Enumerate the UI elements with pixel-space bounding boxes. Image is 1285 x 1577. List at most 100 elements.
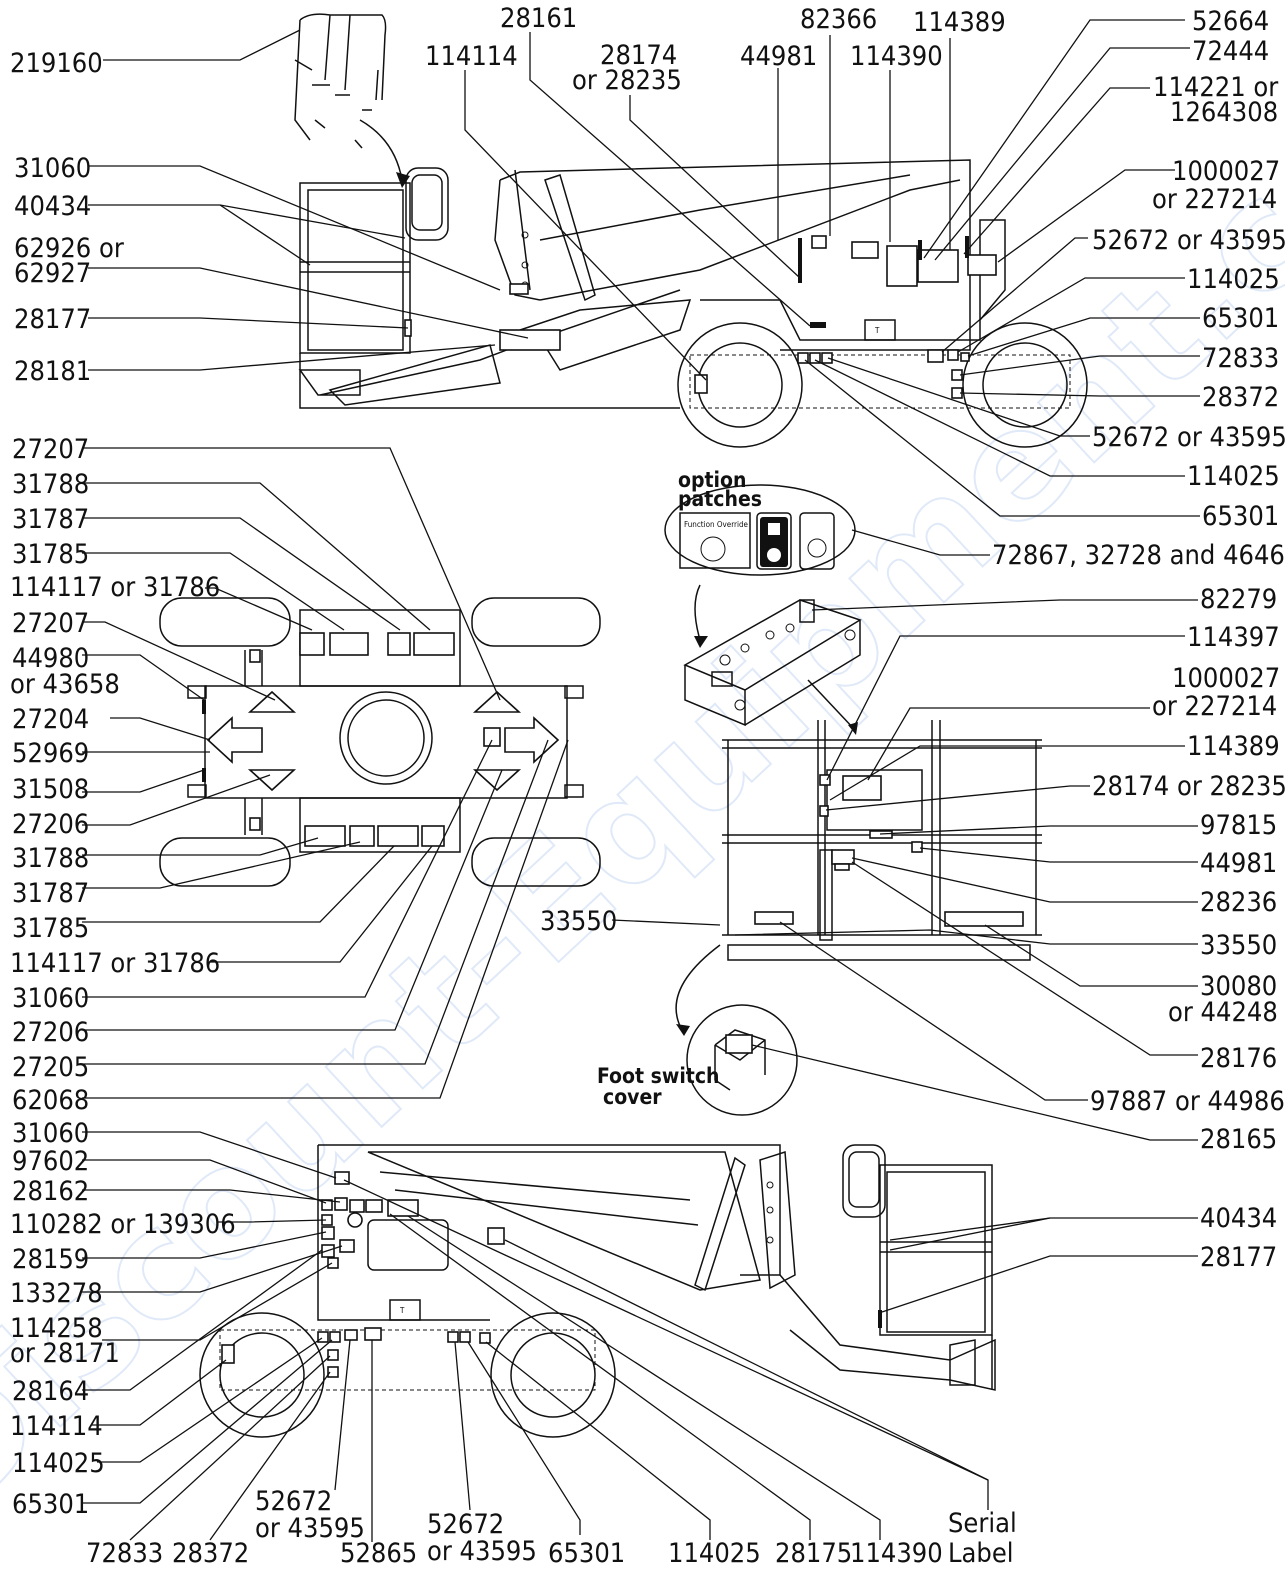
callout-label: Label xyxy=(948,1538,1014,1569)
top-view xyxy=(159,597,601,887)
callout-label: 27206 xyxy=(12,1017,89,1048)
callout-label: 44980 xyxy=(12,643,89,674)
callout-labels: 219160 31060 40434 62926 or 62927 28177 … xyxy=(10,3,1285,1569)
callout-label: 114025 xyxy=(668,1538,761,1569)
callout-label: 72444 xyxy=(1192,36,1269,67)
callout-label: 97887 or 44986 xyxy=(1090,1086,1285,1117)
svg-text:T: T xyxy=(874,326,880,335)
callout-label: 31787 xyxy=(12,878,89,909)
callout-label: 44981 xyxy=(1200,848,1277,879)
callout-label: 31060 xyxy=(12,983,89,1014)
callout-label: 31788 xyxy=(12,469,89,500)
callout-label: 114025 xyxy=(1187,264,1280,295)
callout-label: 114114 xyxy=(425,41,518,72)
callout-label: 52672 or 43595 xyxy=(1092,225,1285,256)
callout-label: 28176 xyxy=(1200,1043,1277,1074)
callout-label: or 227214 xyxy=(1152,184,1277,215)
callout-label: 28164 xyxy=(12,1376,89,1407)
callout-label: Serial xyxy=(948,1508,1017,1539)
callout-label: or 28171 xyxy=(10,1338,120,1369)
callout-label: 114117 or 31786 xyxy=(10,572,220,603)
callout-label: 52672 or 43595 xyxy=(1092,422,1285,453)
callout-label: or 43595 xyxy=(255,1513,365,1544)
callout-label: 28161 xyxy=(500,3,577,34)
callout-label: 28165 xyxy=(1200,1124,1277,1155)
option-patches-title: patches xyxy=(678,487,762,511)
callout-label: 82366 xyxy=(800,4,877,35)
callout-label: 72867, 32728 and 46468 xyxy=(992,540,1285,571)
callout-label: 27204 xyxy=(12,704,89,735)
callout-label: 33550 xyxy=(540,906,617,937)
callout-label: 65301 xyxy=(548,1538,625,1569)
leader-lines xyxy=(82,19,1200,1542)
callout-label: 28162 xyxy=(12,1176,89,1207)
callout-label: 28372 xyxy=(172,1538,249,1569)
callout-label: 114025 xyxy=(12,1448,105,1479)
svg-text:T: T xyxy=(399,1306,405,1315)
foot-switch-inset xyxy=(675,944,798,1116)
callout-label: 219160 xyxy=(10,48,103,79)
callout-label: 31060 xyxy=(14,153,91,184)
callout-label: 114389 xyxy=(913,7,1006,38)
callout-label: 52664 xyxy=(1192,6,1269,37)
callout-label: 27205 xyxy=(12,1052,89,1083)
callout-label: 114390 xyxy=(850,1538,943,1569)
callout-label: 28177 xyxy=(14,304,91,335)
callout-label: 30080 xyxy=(1200,971,1277,1002)
callout-label: 28174 or 28235 xyxy=(1092,771,1285,802)
callout-label: 114114 xyxy=(10,1411,103,1442)
function-override-label: Function Override xyxy=(684,520,749,529)
callout-label: 72833 xyxy=(1202,343,1279,374)
callout-label: 28177 xyxy=(1200,1242,1277,1273)
callout-label: or 43595 xyxy=(427,1536,537,1567)
callout-label: 52672 xyxy=(255,1486,332,1517)
callout-label: 28372 xyxy=(1202,382,1279,413)
side-view-bottom: T xyxy=(199,1144,996,1438)
callout-label: 72833 xyxy=(86,1538,163,1569)
callout-label: 28175 xyxy=(775,1538,852,1569)
callout-label: 1000027 xyxy=(1172,156,1280,187)
callout-label: 31787 xyxy=(12,504,89,535)
callout-label: 40434 xyxy=(14,191,91,222)
callout-label: 133278 xyxy=(10,1278,103,1309)
side-view-top: T xyxy=(294,13,1088,448)
callout-label: 31785 xyxy=(12,539,89,570)
option-patches-title: option xyxy=(678,468,746,492)
callout-label: 62926 or xyxy=(14,233,124,264)
option-patches-inset: Function Override xyxy=(664,484,856,648)
foot-switch-cover-title: cover xyxy=(603,1085,662,1109)
callout-label: 31788 xyxy=(12,843,89,874)
callout-label: or 28235 xyxy=(572,65,682,96)
callout-label: 27206 xyxy=(12,809,89,840)
callout-label: 52865 xyxy=(340,1538,417,1569)
callout-label: or 44248 xyxy=(1168,997,1278,1028)
callout-label: 28159 xyxy=(12,1244,89,1275)
callout-label: 82279 xyxy=(1200,584,1277,615)
callout-label: 1000027 xyxy=(1172,663,1280,694)
callout-label: 97602 xyxy=(12,1146,89,1177)
callout-label: 65301 xyxy=(12,1489,89,1520)
callout-label: 114221 or xyxy=(1153,72,1278,103)
callout-label: 28174 xyxy=(600,40,677,71)
callout-label: 62068 xyxy=(12,1085,89,1116)
callout-label: 62927 xyxy=(14,258,91,289)
callout-label: 114389 xyxy=(1187,731,1280,762)
callout-label: or 227214 xyxy=(1152,691,1277,722)
callout-label: 27207 xyxy=(12,608,89,639)
callout-label: 33550 xyxy=(1200,930,1277,961)
callout-label: 28236 xyxy=(1200,887,1277,918)
callout-label: 52672 xyxy=(427,1509,504,1540)
foot-switch-cover-title: Foot switch xyxy=(597,1064,719,1088)
callout-label: 31785 xyxy=(12,913,89,944)
callout-label: 27207 xyxy=(12,434,89,465)
callout-label: 114258 xyxy=(10,1313,103,1344)
callout-label: 97815 xyxy=(1200,810,1277,841)
callout-label: 65301 xyxy=(1202,303,1279,334)
callout-label: 114025 xyxy=(1187,461,1280,492)
callout-label: 40434 xyxy=(1200,1203,1277,1234)
callout-label: 28181 xyxy=(14,356,91,387)
callout-label: 114390 xyxy=(850,41,943,72)
callout-label: 65301 xyxy=(1202,501,1279,532)
callout-label: 1264308 xyxy=(1170,97,1278,128)
